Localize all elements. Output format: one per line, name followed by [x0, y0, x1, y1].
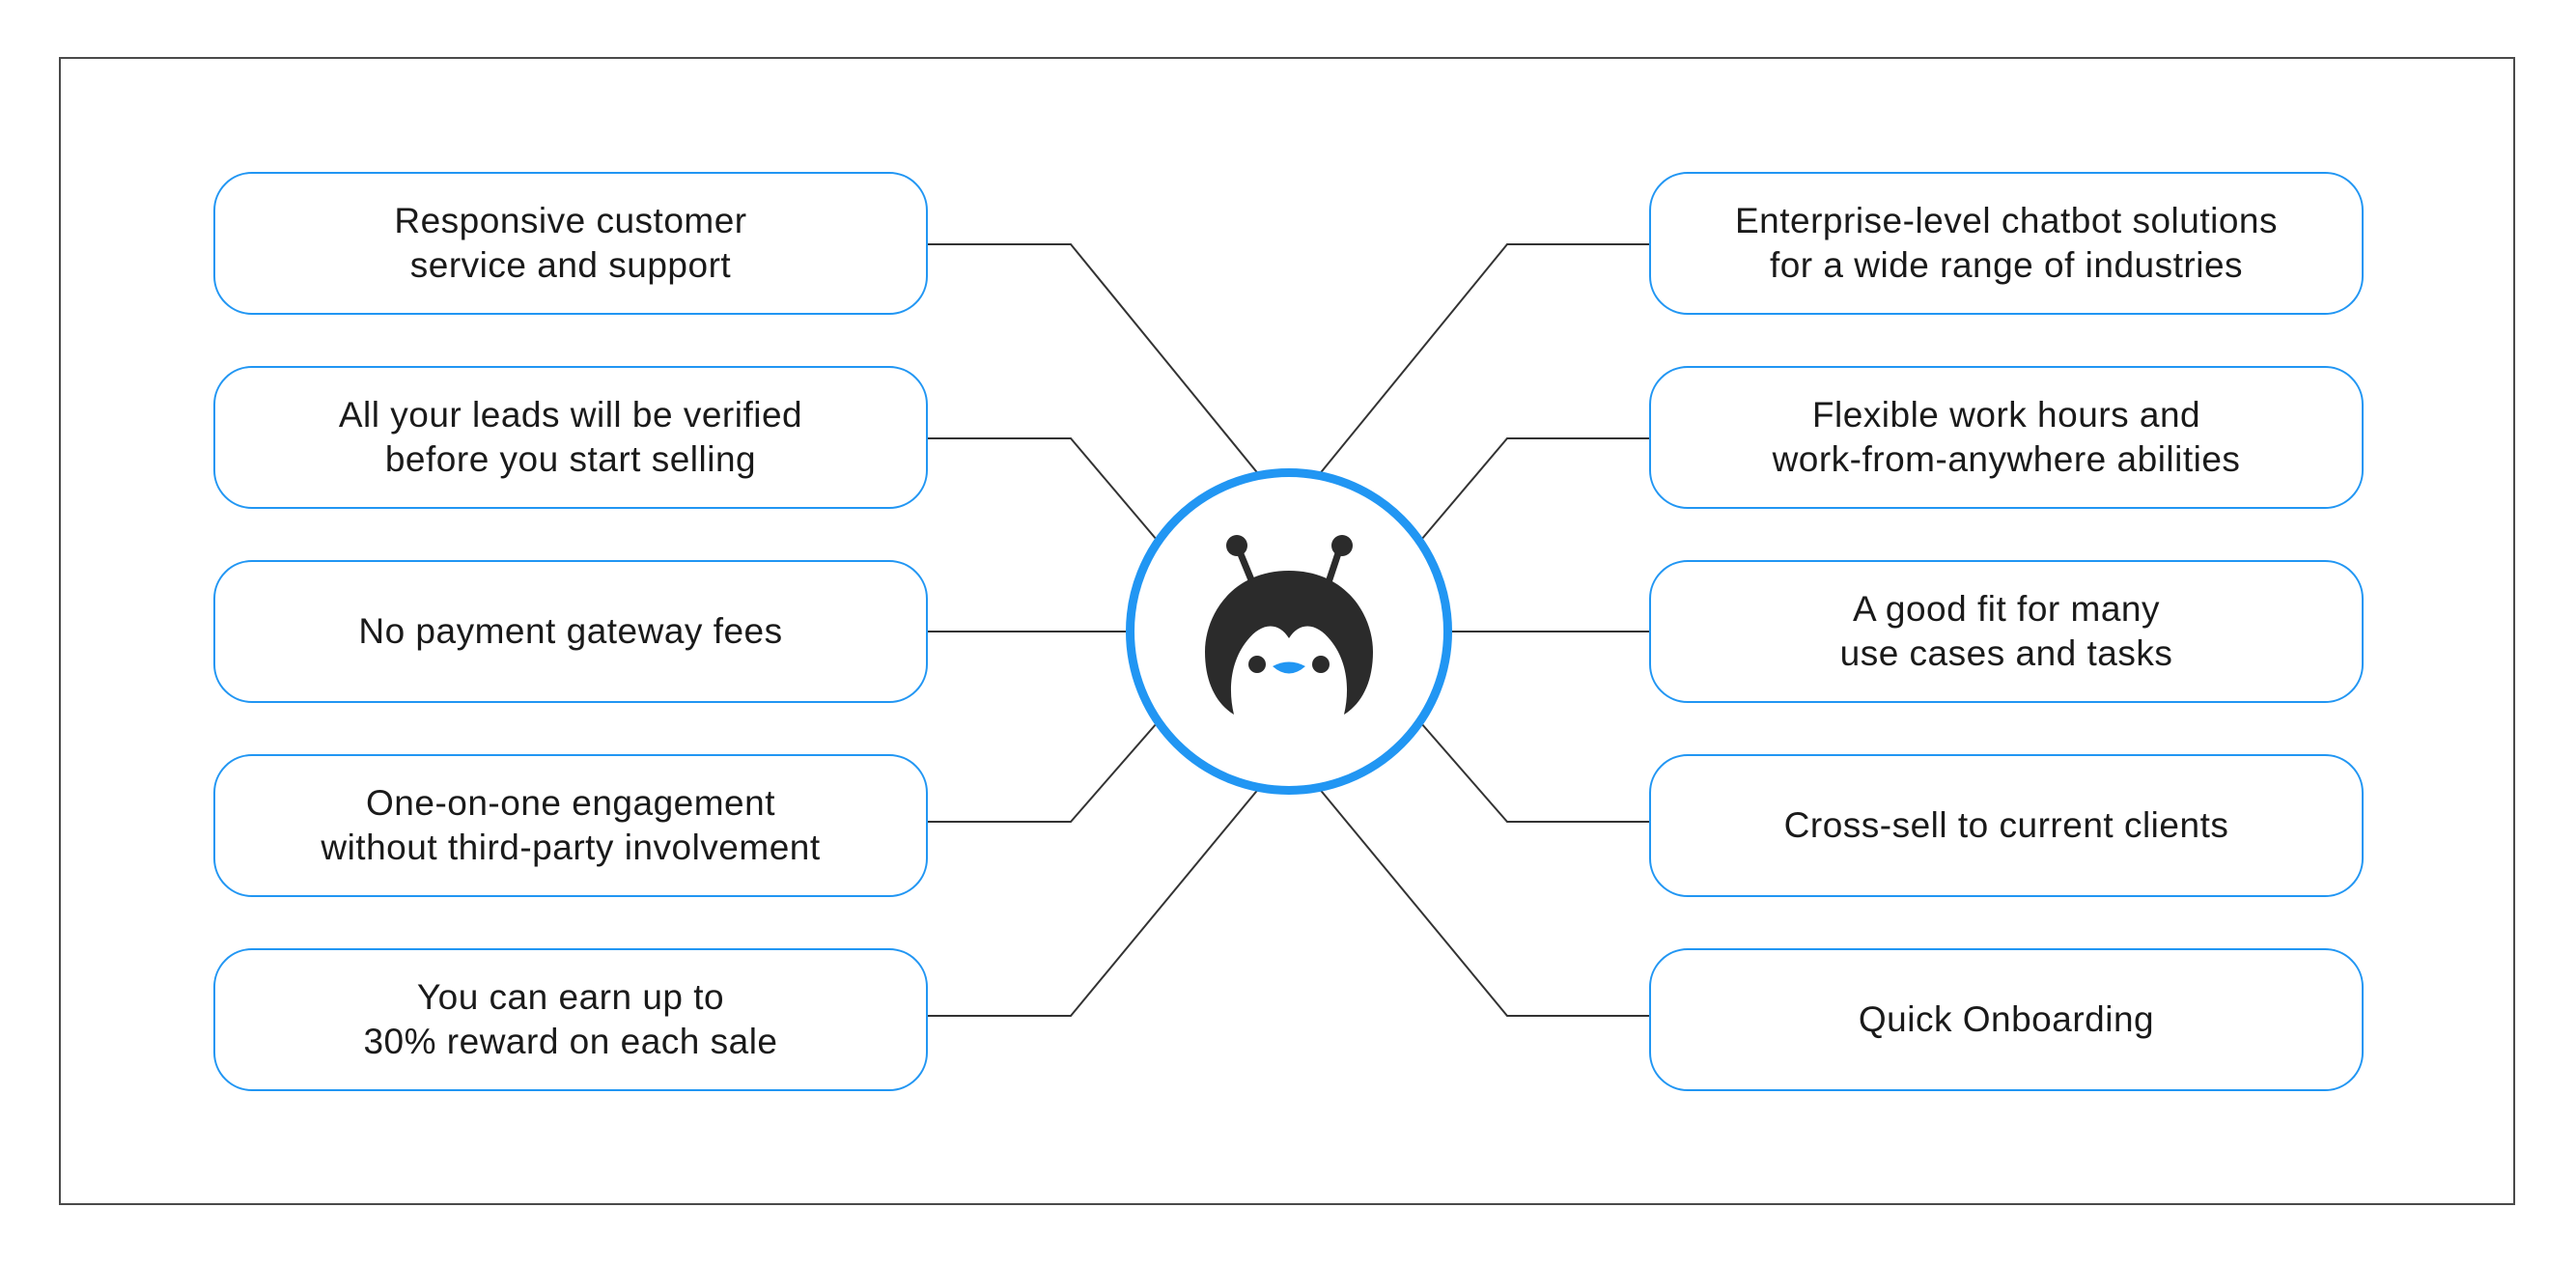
connector-left-0	[928, 243, 1261, 477]
connector-right-3	[1420, 722, 1649, 823]
feature-box-right-0: Enterprise-level chatbot solutions for a…	[1649, 172, 2364, 315]
feature-box-right-3: Cross-sell to current clients	[1649, 754, 2364, 897]
connector-right-0	[1317, 243, 1649, 477]
diagram-frame	[59, 57, 2515, 1205]
feature-box-left-2: No payment gateway fees	[213, 560, 928, 703]
connector-left-1	[928, 437, 1158, 541]
connector-left-3	[928, 722, 1158, 823]
feature-box-right-4: Quick Onboarding	[1649, 948, 2364, 1091]
feature-box-left-1: All your leads will be verified before y…	[213, 366, 928, 509]
feature-box-right-1: Flexible work hours and work-from-anywhe…	[1649, 366, 2364, 509]
connector-right-1	[1420, 437, 1649, 541]
feature-box-left-4: You can earn up to 30% reward on each sa…	[213, 948, 928, 1091]
feature-box-right-2: A good fit for many use cases and tasks	[1649, 560, 2364, 703]
bot-mascot-icon	[1205, 535, 1373, 715]
connector-left-4	[928, 786, 1261, 1017]
feature-box-left-3: One-on-one engagement without third-part…	[213, 754, 928, 897]
feature-box-left-0: Responsive customer service and support	[213, 172, 928, 315]
connector-right-4	[1317, 786, 1649, 1017]
